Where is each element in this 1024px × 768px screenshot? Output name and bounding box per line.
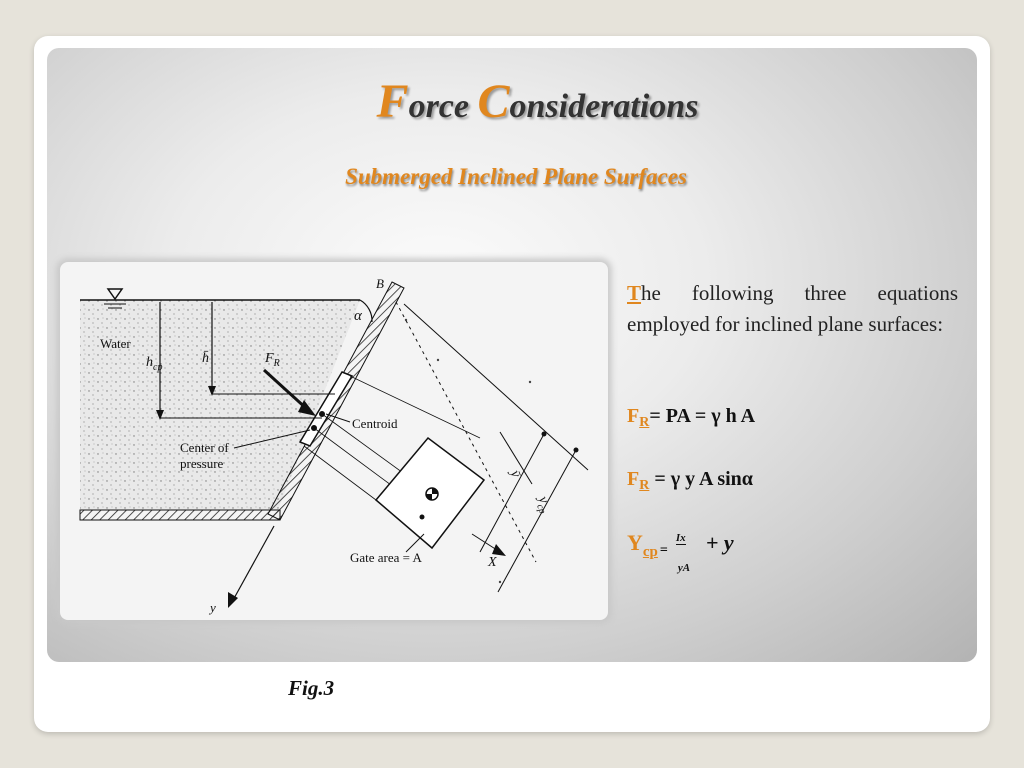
intro-text: he following three equations employed fo… [627, 281, 958, 336]
figure-caption: Fig.3 [288, 676, 335, 700]
hcp-label: hcp [146, 355, 162, 373]
water-region [80, 300, 360, 510]
water-label: Water [100, 336, 131, 351]
center-of-pressure-label-2: pressure [180, 456, 224, 471]
free-surface-symbol [106, 288, 124, 301]
slide-title: Force Considerations [376, 75, 699, 128]
intro-drop-cap: T [627, 281, 642, 305]
center-of-pressure-label-1: Center of [180, 440, 229, 455]
intro-paragraph: The following three equations employed f… [627, 278, 958, 340]
bottom-wall [79, 509, 281, 521]
point-b-label: B [376, 276, 384, 291]
ybar-label: ȳ [506, 467, 523, 481]
centroid-label: Centroid [352, 416, 398, 431]
inclined-plane-diagram: α B Water hcp h̄ FR Centroid Center of p… [79, 276, 589, 615]
x-axis-label: X [487, 555, 497, 570]
equation-force-pa: FR= PA = γ h A [627, 405, 756, 430]
hbar-label: h̄ [202, 350, 209, 366]
y-axis-label: y [208, 600, 216, 615]
inclined-plane-figure: α B Water hcp h̄ FR Centroid Center of p… [60, 262, 608, 620]
fr-label: FR [264, 351, 280, 369]
gate-area-label: Gate area = A [350, 550, 423, 565]
alpha-label: α [354, 308, 363, 324]
equation-force-sin: FR = γ y A sinα [627, 468, 753, 493]
slide-subtitle: Submerged Inclined Plane Surfaces [345, 164, 687, 189]
